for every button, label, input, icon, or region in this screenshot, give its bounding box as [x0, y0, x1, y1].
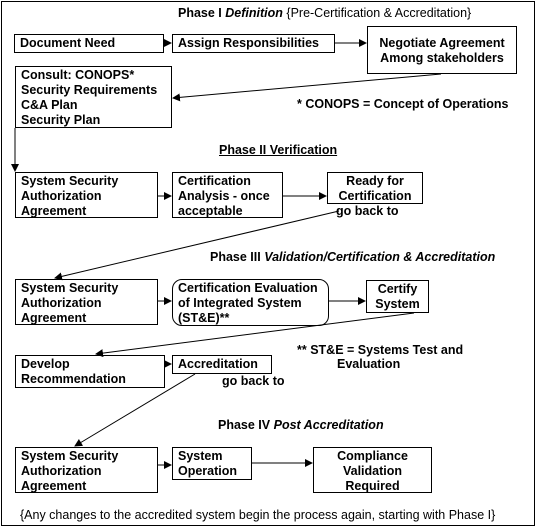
ready-for-certification-box: Ready for Certification [327, 172, 423, 204]
phase2-ssaa-box: System Security Authorization Agreement [15, 172, 158, 218]
arrow-certify-to-develop [95, 312, 415, 358]
negotiate-agreement-box: Negotiate Agreement Among stakeholders [367, 26, 517, 74]
document-need-box: Document Need [14, 34, 164, 53]
ste-footnote-line2: Evaluation [337, 357, 401, 371]
arrow-ready-to-phase3-ssaa [54, 210, 340, 281]
ste-footnote-line1: ** ST&E = Systems Test and [297, 343, 464, 357]
conops-footnote: * CONOPS = Concept of Operations [297, 97, 509, 111]
phase2-title: Phase II Verification [219, 143, 338, 157]
arrow-accreditation-to-phase4-ssaa [74, 373, 196, 447]
certify-system-box: Certify System [366, 280, 429, 313]
phase3-title: Phase III Validation/Certification & Acc… [210, 250, 495, 265]
phase3-title-prefix: Phase III [210, 250, 261, 264]
footer-note: {Any changes to the accredited system be… [20, 508, 496, 522]
phase3-go-back-label: go back to [222, 374, 285, 388]
phase4-title: Phase IV Post Accreditation [218, 418, 384, 433]
phase3-ssaa-box: System Security Authorization Agreement [15, 279, 158, 325]
phase4-title-prefix: Phase IV [218, 418, 271, 432]
phase4-title-italic: Post Accreditation [273, 418, 384, 432]
phase1-title: Phase I Definition {Pre-Certification & … [178, 6, 471, 21]
phase3-title-italic: Validation/Certification & Accreditation [264, 250, 496, 264]
accreditation-box: Accreditation [172, 355, 272, 374]
consult-box: Consult: CONOPS* Security Requirements C… [15, 66, 172, 128]
develop-recommendation-box: Develop Recommendation [15, 355, 165, 388]
arrow-negotiate-to-consult [172, 73, 442, 102]
certification-analysis-box: Certification Analysis - once acceptable [172, 172, 283, 218]
certification-evaluation-box: Certification Evaluation of Integrated S… [172, 279, 329, 326]
phase1-title-prefix: Phase I [178, 6, 222, 20]
system-operation-box: System Operation [172, 447, 252, 480]
phase4-ssaa-box: System Security Authorization Agreement [15, 447, 158, 493]
compliance-validation-box: Compliance Validation Required [313, 447, 432, 493]
phase1-title-italic: Definition [225, 6, 283, 20]
phase2-go-back-label: go back to [336, 204, 399, 218]
phase1-title-suffix: {Pre-Certification & Accreditation} [286, 6, 472, 20]
assign-responsibilities-box: Assign Responsibilities [172, 34, 335, 53]
